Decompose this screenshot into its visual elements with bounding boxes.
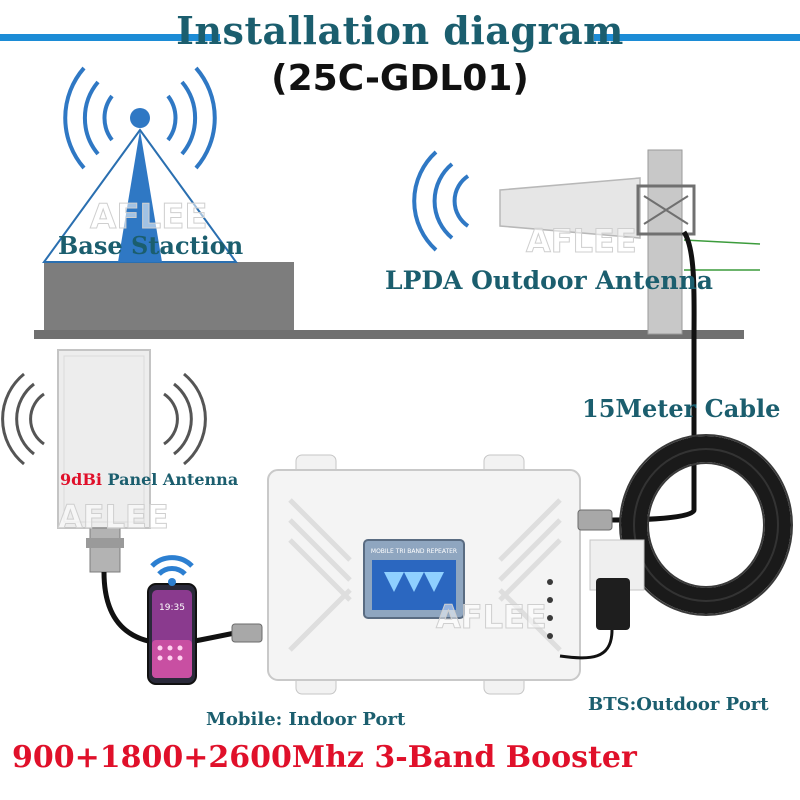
panel-antenna-text: Panel Antenna <box>107 470 239 489</box>
diagram-title: Installation diagram <box>176 8 624 53</box>
base-station-building <box>44 262 294 334</box>
watermark-3: AFLEE <box>58 498 169 536</box>
device-screen-title: MOBILE TRI BAND REPEATER <box>371 548 457 555</box>
booster-bands-label: 900+1800+2600Mhz 3-Band Booster <box>12 740 637 775</box>
power-cord <box>559 629 614 660</box>
cable-coil-icon <box>619 434 793 616</box>
indoor-connector <box>231 623 263 643</box>
watermark-1: AFLEE <box>90 197 208 237</box>
power-adapter <box>596 578 630 630</box>
outdoor-connector <box>577 509 613 531</box>
lpda-antenna-icon <box>499 177 761 271</box>
watermark-4: AFLEE <box>436 598 547 636</box>
lpda-signal-icon <box>412 150 470 252</box>
base-station-label: Base Staction <box>58 231 244 260</box>
panel-gain-value: 9dBi <box>60 470 102 489</box>
cable-length-label: 15Meter Cable <box>582 394 781 423</box>
antenna-pole <box>647 149 683 335</box>
title-rule-right <box>594 34 800 41</box>
roof-line <box>34 330 744 339</box>
booster-device <box>267 454 581 695</box>
base-station-tower-icon <box>42 66 238 263</box>
phone-icon <box>147 583 197 685</box>
title-rule-left <box>0 34 220 41</box>
panel-antenna-icon <box>57 349 151 573</box>
outdoor-port-label: BTS:Outdoor Port <box>588 694 769 715</box>
panel-signal-icon <box>1 372 207 466</box>
wifi-icon <box>150 555 194 586</box>
phone-time: 19:35 <box>159 603 185 613</box>
panel-antenna-label: 9dBi Panel Antenna <box>60 470 238 489</box>
indoor-port-label: Mobile: Indoor Port <box>206 709 406 730</box>
watermark-2: AFLEE <box>526 222 637 260</box>
model-number: (25C-GDL01) <box>271 58 529 99</box>
outdoor-antenna-label: LPDA Outdoor Antenna <box>385 266 713 295</box>
